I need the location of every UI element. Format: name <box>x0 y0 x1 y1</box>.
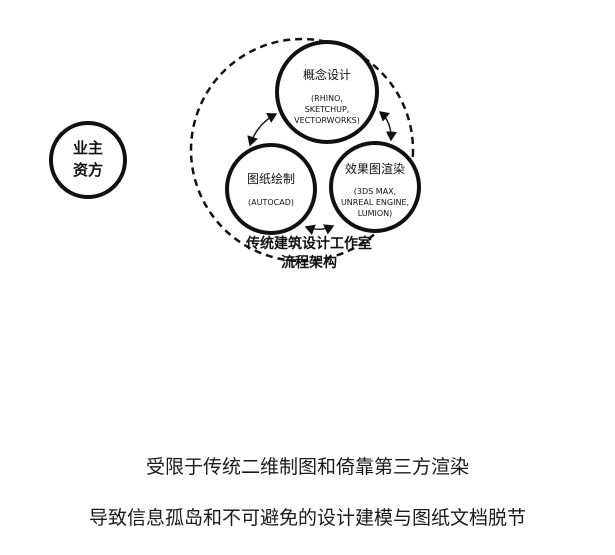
arrow-concept-render <box>378 111 398 142</box>
render-sub-2: UNREAL ENGINE, <box>341 198 409 207</box>
concept-title: 概念设计 <box>303 67 351 82</box>
arrow-drawing-render <box>304 224 335 236</box>
render-sub-3: LUMION) <box>358 209 393 218</box>
caption-line-2: 导致信息孤岛和不可避免的设计建模与图纸文档脱节 <box>88 507 526 529</box>
studio-boundary <box>189 37 415 263</box>
concept-sub-1: (RHINO, <box>311 94 343 103</box>
concept-design-node: 概念设计 (RHINO, SKETCHUP, VECTORWORKS) <box>275 40 379 144</box>
concept-sub-3: VECTORWORKS) <box>294 116 360 125</box>
render-node: 效果图渲染 (3DS MAX, UNREAL ENGINE, LUMION) <box>329 141 421 233</box>
render-title: 效果图渲染 <box>345 161 405 176</box>
owner-label-line1: 业主 <box>73 139 103 157</box>
concept-sub-2: SKETCHUP, <box>305 105 350 114</box>
caption-line-1: 受限于传统二维制图和倚靠第三方渲染 <box>145 456 469 478</box>
drawing-sub-1: (AUTOCAD) <box>248 198 294 207</box>
render-sub-1: (3DS MAX, <box>354 187 396 196</box>
owner-node: 业主 资方 <box>49 121 127 199</box>
drawing-node: 图纸绘制 (AUTOCAD) <box>225 143 317 235</box>
arrow-concept-drawing <box>247 112 278 147</box>
owner-label-line2: 资方 <box>73 161 103 179</box>
framework-label-line2: 流程架构 <box>281 254 337 271</box>
drawing-title: 图纸绘制 <box>247 171 295 186</box>
framework-label-line1: 传统建筑设计工作室 <box>245 235 372 252</box>
